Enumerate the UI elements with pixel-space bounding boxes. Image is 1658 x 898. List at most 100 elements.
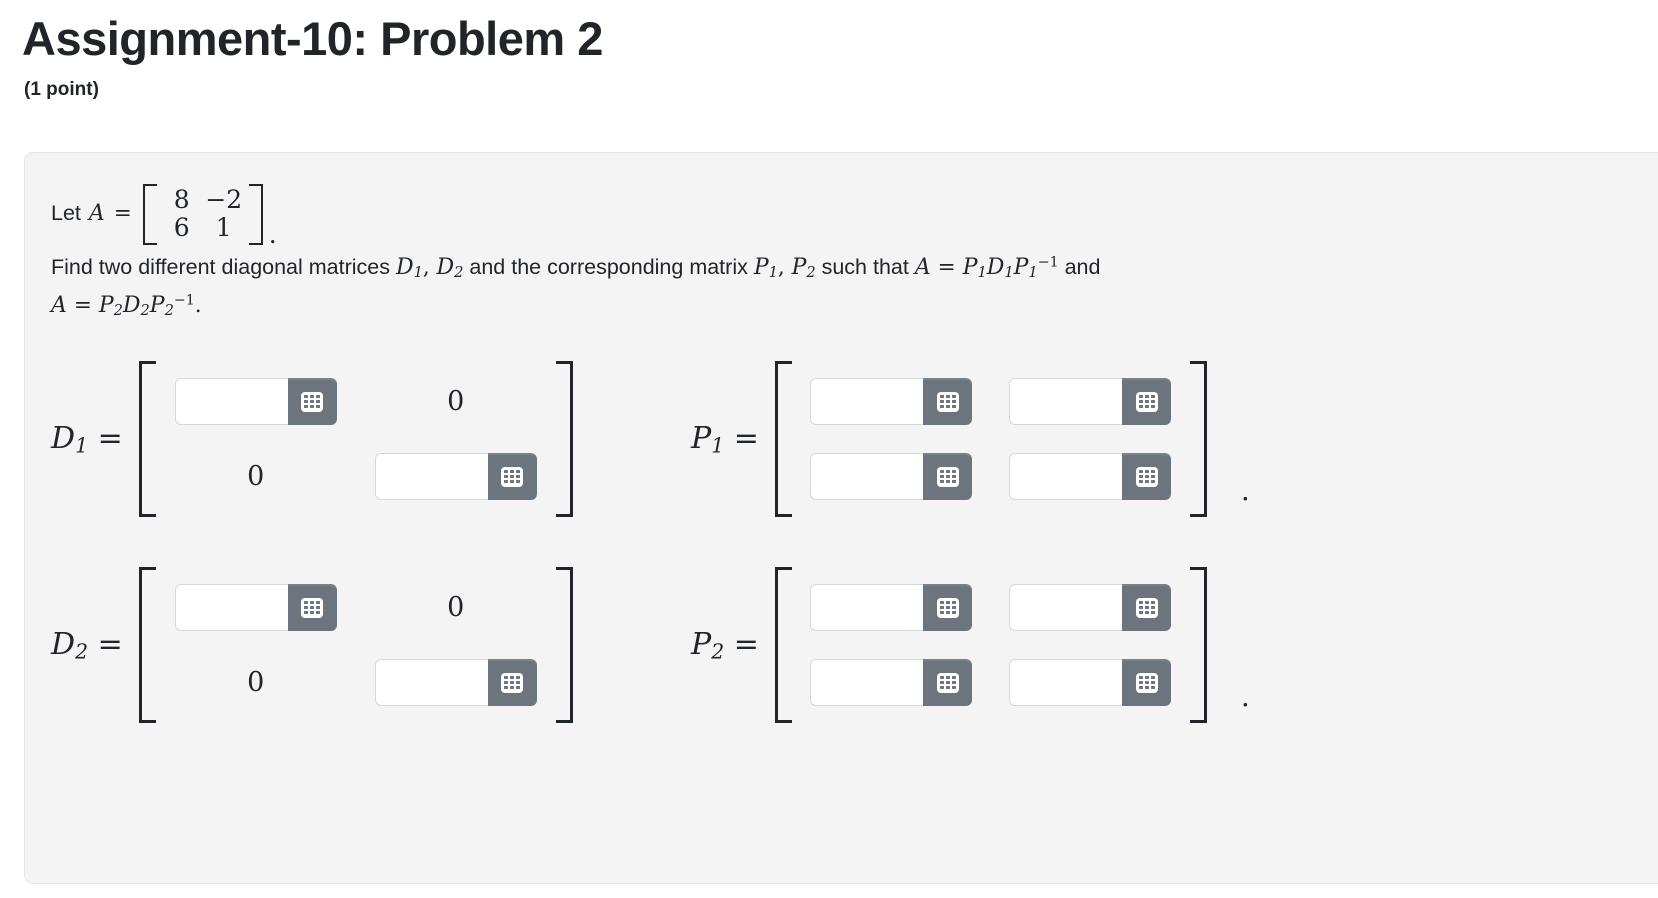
d1-subscript: 1 [413,264,423,282]
keypad-button-p1-r2c2[interactable] [1122,453,1172,500]
calculator-keypad-icon [1135,391,1158,412]
eq1-a: A [914,255,931,280]
eq1-p1-inv-sub: 1 [1028,264,1038,282]
eq2-equals: = [73,292,92,318]
input-p2-r2c2[interactable] [1009,659,1123,706]
find-text-part4: and [1058,255,1101,279]
matrix-a-r2c2: 1 [215,213,232,242]
calculator-keypad-icon [301,597,324,618]
cell-d2-r2c2 [374,659,537,706]
eq1-p1: P [962,255,978,280]
eq1-d1-sub: 1 [1004,264,1014,282]
eq1-d1: D [986,255,1005,280]
eq1-p1-inv: P [1013,255,1029,280]
matrix-group-d2: D2 = 0 0 [51,567,573,723]
matrix-label-d1: D1 = [51,420,123,458]
keypad-button-p2-r1c1[interactable] [923,584,973,631]
matrix-group-p2: P2 = [691,567,1250,723]
matrix-a-display: 8 −2 6 1 [142,183,263,245]
matrix-a-r1c1: 8 [173,184,190,214]
input-p2-r2c1[interactable] [810,659,924,706]
problem-statement: Let A = 8 −2 6 1 . Find two different di… [25,153,1658,325]
matrix-a-r2c1: 6 [173,213,190,242]
input-p2-r1c1[interactable] [810,584,924,631]
input-d1-r2c2[interactable] [374,453,488,500]
eq2-p2-inv: P [149,292,165,318]
keypad-button-d2-r2c2[interactable] [487,659,537,706]
eq2-p2: P [98,292,114,318]
equals-sign: = [113,201,132,227]
problem-card: Let A = 8 −2 6 1 . Find two different di… [24,152,1658,884]
eq1-equals: = [937,255,956,280]
calculator-keypad-icon [1135,597,1158,618]
matrix-label-d2: D2 = [51,626,123,664]
answer-widget-d2-r1c1 [174,584,337,631]
page-title: Assignment-10: Problem 2 [22,12,603,65]
eq2-period: . [194,292,202,318]
matrix-a-symbol: A [88,201,105,227]
answer-widget-d1-r2c2 [374,453,537,500]
d2-cells: 0 0 [156,570,556,720]
cell-d1-r2c1: 0 [247,461,265,492]
keypad-button-p2-r2c2[interactable] [1122,659,1172,706]
answer-widget-p1-r2c2 [1009,453,1172,500]
input-p1-r2c2[interactable] [1009,453,1123,500]
p1-bracket-right [1189,361,1207,517]
cell-d1-r1c1 [174,378,337,425]
matrix-label-p2: P2 = [691,626,759,664]
calculator-keypad-icon [936,391,959,412]
bracket-left [142,183,157,245]
cell-d1-r1c2: 0 [447,386,465,417]
keypad-button-d1-r2c2[interactable] [487,453,537,500]
p2-bracket-right [1189,567,1207,723]
bracket-right [248,183,263,245]
d1-bracket-left [138,361,156,517]
keypad-button-d2-r1c1[interactable] [287,584,337,631]
matrix-label-p1: P1 = [691,420,759,458]
input-p2-r1c2[interactable] [1009,584,1123,631]
matrix-group-p1: P1 = [691,361,1250,517]
input-p1-r1c1[interactable] [810,378,924,425]
calculator-keypad-icon [936,466,959,487]
answer-widget-p2-r1c2 [1009,584,1172,631]
eq2-p2-sub: 2 [113,302,123,320]
input-p1-r2c1[interactable] [810,453,924,500]
input-d2-r2c2[interactable] [374,659,488,706]
p1-subscript: 1 [768,264,778,282]
keypad-button-p1-r1c2[interactable] [1122,378,1172,425]
p2-symbol: P [791,255,807,280]
input-d1-r1c1[interactable] [174,378,288,425]
p1-trailing-period: . [1240,474,1250,507]
answer-widget-p2-r2c1 [810,659,973,706]
answer-widget-p1-r2c1 [810,453,973,500]
matrix-a-period: . [268,220,277,249]
p1-bracket-left [774,361,792,517]
keypad-button-d1-r1c1[interactable] [287,378,337,425]
page-header: Assignment-10: Problem 2 (1 point) [0,0,1658,101]
keypad-button-p1-r1c1[interactable] [923,378,973,425]
eq2-inverse-exponent: −1 [173,292,195,309]
d1-symbol: D [395,255,414,280]
calculator-keypad-icon [301,391,324,412]
keypad-button-p2-r1c2[interactable] [1122,584,1172,631]
input-p1-r1c2[interactable] [1009,378,1123,425]
eq1-p1-sub: 1 [977,264,987,282]
input-d2-r1c1[interactable] [174,584,288,631]
cell-d1-r2c2 [374,453,537,500]
keypad-button-p1-r2c1[interactable] [923,453,973,500]
answer-area: D1 = 0 0 [51,361,1658,773]
p2-subscript: 2 [806,264,816,282]
p2-trailing-period: . [1240,680,1250,713]
answer-row-2: D2 = 0 0 [51,567,1658,773]
calculator-keypad-icon [501,672,524,693]
cell-p1-r2c1 [810,453,973,500]
find-instruction: Find two different diagonal matrices D1,… [51,249,1551,325]
cell-d2-r2c1: 0 [247,667,265,698]
eq2-d2: D [122,292,141,318]
d2-symbol: D [436,255,455,280]
keypad-button-p2-r2c1[interactable] [923,659,973,706]
cell-d2-r1c2: 0 [447,592,465,623]
cell-p2-r2c1 [810,659,973,706]
let-label: Let [51,201,81,226]
p2-cells [792,570,1190,720]
